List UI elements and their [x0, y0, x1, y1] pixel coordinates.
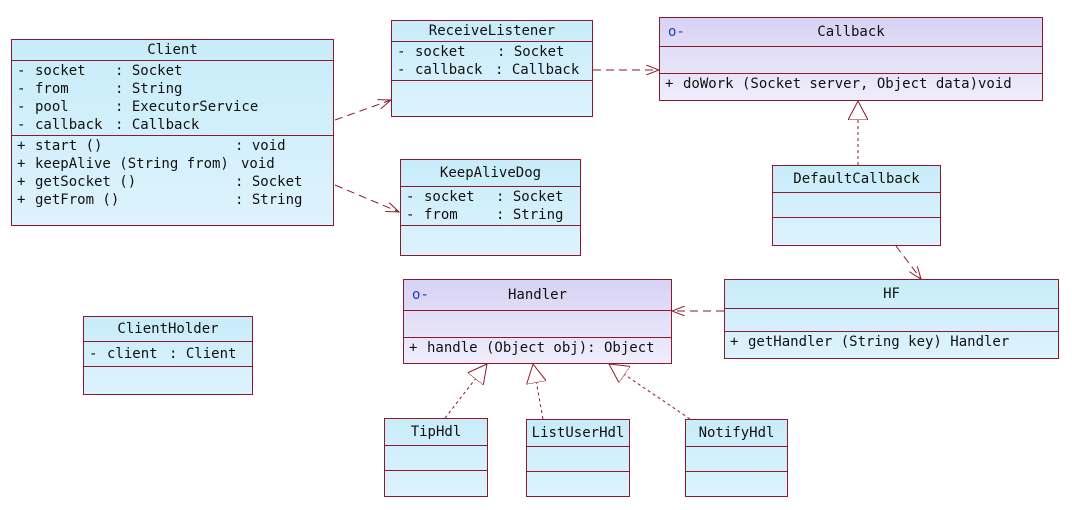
operations: +doWork (Socket server, Object data)void [660, 74, 1042, 94]
class-name: Callback [817, 24, 885, 40]
dep-client-receivelistener [334, 100, 391, 121]
attribute-row: -socket: Socket [17, 63, 183, 79]
class-name: Client [12, 40, 333, 61]
attributes: -socket: Socket -from: String -pool: Exe… [12, 61, 333, 136]
class-client-holder[interactable]: ClientHolder -client: Client [83, 316, 253, 395]
attributes: -socket: Socket -callback: Callback [392, 42, 592, 81]
class-name: NotifyHdl [686, 420, 787, 447]
attribute-row: -from: String [406, 207, 564, 223]
attribute-row: -callback: Callback [17, 117, 200, 133]
class-name: ClientHolder [84, 317, 252, 342]
operations [401, 226, 580, 228]
class-name: HF [725, 280, 1058, 309]
class-tip-hdl[interactable]: TipHdl [384, 418, 488, 497]
attribute-row: -client: Client [89, 346, 237, 362]
attributes [660, 47, 1042, 74]
attributes: -client: Client [84, 342, 252, 367]
operation-row: +getHandler (String key) Handler [730, 334, 1010, 350]
operations: +getHandler (String key) Handler [725, 332, 1058, 352]
realize-listuserhdl-handler [533, 364, 543, 420]
interface-callback[interactable]: o- Callback +doWork (Socket server, Obje… [659, 17, 1043, 101]
attributes [385, 446, 487, 471]
class-hf[interactable]: HF +getHandler (String key) Handler [724, 279, 1059, 359]
attributes [725, 309, 1058, 332]
attribute-row: -socket: Socket [406, 189, 564, 205]
interface-icon: o- [668, 24, 685, 40]
operations [385, 471, 487, 473]
attribute-row: -from: String [17, 81, 183, 97]
operation-row: +getFrom (): String [17, 192, 303, 208]
class-receive-listener[interactable]: ReceiveListener -socket: Socket -callbac… [391, 20, 593, 117]
class-default-callback[interactable]: DefaultCallback [772, 165, 941, 246]
attribute-row: -callback: Callback [397, 62, 580, 78]
class-name: ListUserHdl [527, 420, 629, 447]
attribute-row: -socket: Socket [397, 44, 565, 60]
realize-tiphdl-handler [444, 364, 487, 419]
operations [686, 472, 787, 474]
class-name: DefaultCallback [773, 166, 940, 193]
class-keep-alive-dog[interactable]: KeepAliveDog -socket: Socket -from: Stri… [400, 159, 581, 256]
operation-row: +getSocket (): Socket [17, 174, 303, 190]
attribute-row: -pool: ExecutorService [17, 99, 259, 115]
attributes: -socket: Socket -from: String [401, 187, 580, 226]
class-name: TipHdl [385, 419, 487, 446]
operations [773, 218, 940, 220]
attributes [686, 447, 787, 472]
dep-defaultcallback-hf [895, 245, 921, 279]
operations [84, 367, 252, 369]
operation-row: +doWork (Socket server, Object data)void [665, 76, 1012, 92]
operation-row: +handle (Object obj): Object [409, 340, 655, 356]
operations [392, 81, 592, 83]
realize-notifyhdl-handler [609, 364, 691, 420]
class-list-user-hdl[interactable]: ListUserHdl [526, 419, 630, 497]
class-name: KeepAliveDog [401, 160, 580, 187]
dep-client-keepalivedog [334, 184, 399, 212]
interface-icon: o- [412, 287, 429, 303]
class-client[interactable]: Client -socket: Socket -from: String -po… [11, 39, 334, 226]
attributes [404, 311, 671, 338]
operations [527, 472, 629, 474]
class-name: ReceiveListener [392, 21, 592, 42]
operations: +handle (Object obj): Object [404, 338, 671, 358]
interface-handler[interactable]: o- Handler +handle (Object obj): Object [403, 279, 672, 364]
class-notify-hdl[interactable]: NotifyHdl [685, 419, 788, 497]
operation-row: +start (): void [17, 138, 286, 154]
attributes [773, 193, 940, 218]
operation-row: +keepAlive (String from)void [17, 156, 275, 172]
operations: +start (): void +keepAlive (String from)… [12, 136, 333, 210]
attributes [527, 447, 629, 472]
class-name: Handler [507, 287, 567, 303]
